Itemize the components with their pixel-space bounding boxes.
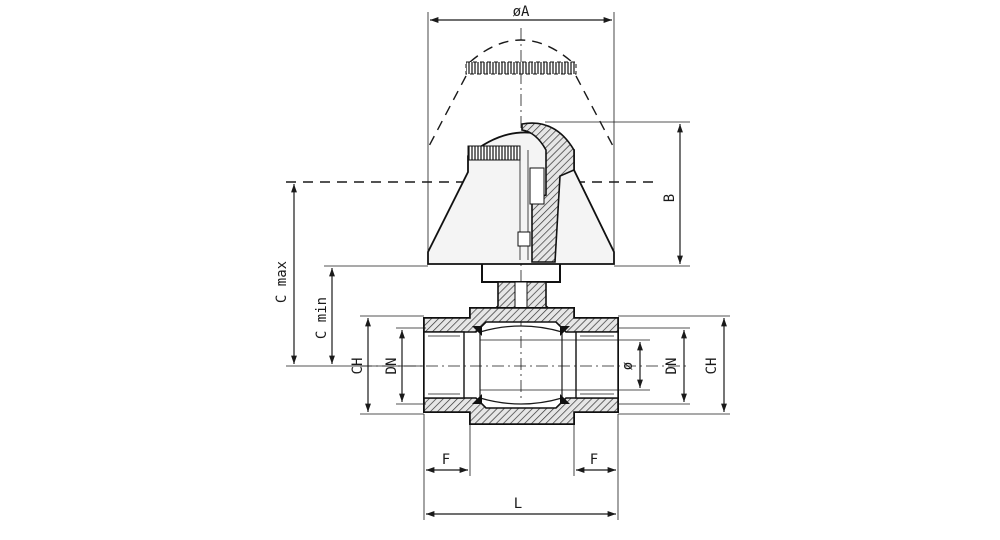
dimension-ch-right: CH [618, 315, 730, 415]
dimension-dia-inner: ø [562, 339, 650, 391]
label-f-left: F [442, 452, 450, 468]
seal-left-top [472, 326, 482, 336]
valve-body [423, 307, 619, 425]
dimension-dia-a: øA [427, 4, 615, 264]
dimension-dn-right: DN [618, 327, 690, 405]
dimension-c-min: C min [314, 265, 428, 364]
valve-handle-cap [427, 122, 615, 265]
label-c-min: C min [314, 297, 330, 339]
label-dn-right: DN [664, 358, 680, 375]
dimension-l: L [426, 496, 616, 517]
label-c-max: C max [274, 261, 290, 303]
label-dia: ø [620, 361, 636, 370]
dimension-f-left: F [423, 414, 471, 520]
seal-right-bottom [560, 394, 570, 404]
dimension-dn-left: DN [384, 327, 426, 405]
label-ch-right: CH [704, 358, 720, 375]
dimension-f-right: F [573, 414, 619, 520]
dimension-b: B [545, 121, 690, 267]
label-l: L [514, 496, 522, 512]
seal-left-bottom [472, 394, 482, 404]
dimension-ch-left: CH [350, 315, 424, 415]
seal-right-top [560, 326, 570, 336]
label-ch-left: CH [350, 358, 366, 375]
label-dn-left: DN [384, 358, 400, 375]
label-f-right: F [590, 452, 598, 468]
label-dia-a: øA [513, 4, 530, 20]
label-b: B [662, 194, 678, 202]
